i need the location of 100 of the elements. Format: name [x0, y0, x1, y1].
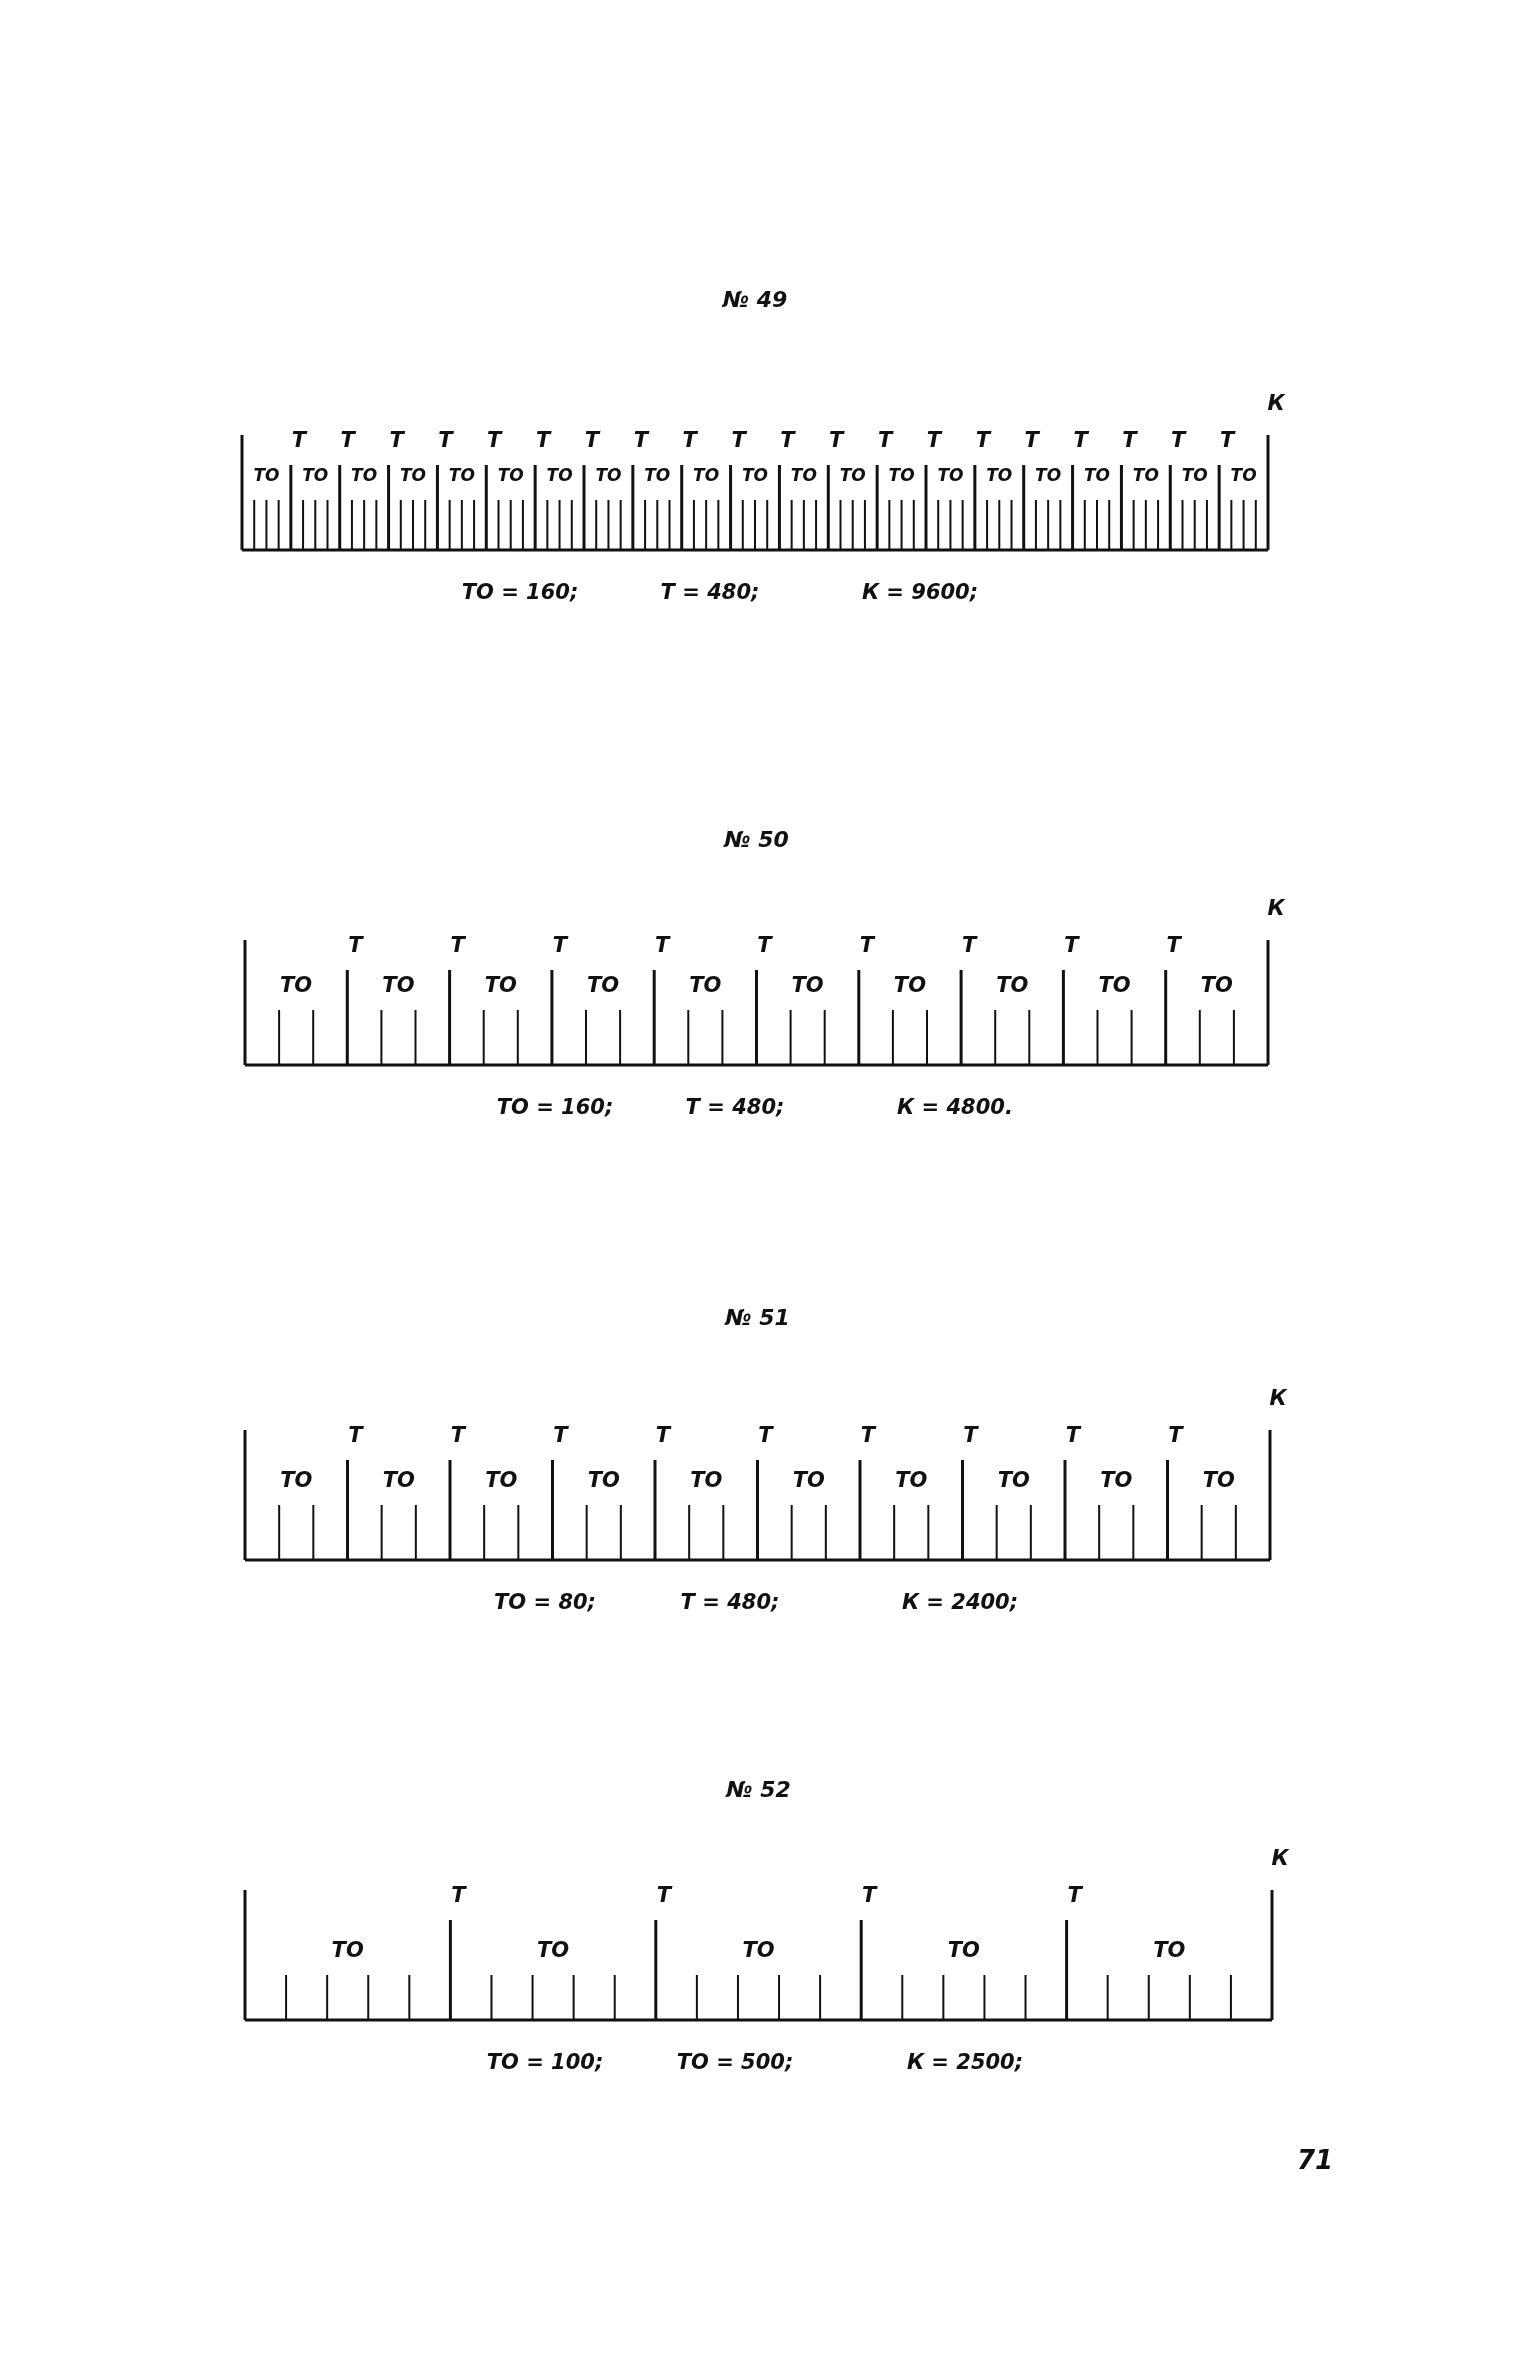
- segment-label: ТО: [302, 466, 329, 484]
- end-label: К: [1269, 1387, 1287, 1409]
- tick-label: Т: [348, 1424, 363, 1446]
- formula-text: К = 2500;: [906, 2051, 1024, 2073]
- segment-label: ТО: [587, 1469, 620, 1491]
- segment-label: ТО: [497, 466, 524, 484]
- tick-label: Т: [961, 934, 977, 956]
- tick-label: Т: [731, 429, 746, 451]
- segment-label: ТО: [1098, 974, 1131, 996]
- segment-label: ТО: [895, 1469, 928, 1491]
- segment-label: ТО: [690, 1469, 723, 1491]
- tick-label: Т: [340, 429, 355, 451]
- tick-label: Т: [1220, 429, 1235, 451]
- segment-label: ТО: [1200, 974, 1233, 996]
- end-label: К: [1271, 1847, 1289, 1869]
- tick-label: Т: [487, 429, 502, 451]
- tick-label: Т: [1067, 1884, 1082, 1906]
- tick-label: Т: [829, 429, 844, 451]
- segment-label: ТО: [792, 1469, 825, 1491]
- segment-label: ТО: [893, 974, 927, 996]
- segment-label: ТО: [537, 1939, 570, 1961]
- end-label: К: [1267, 392, 1285, 414]
- segment-label: ТО: [399, 466, 427, 484]
- tick-label: Т: [1166, 934, 1181, 956]
- segment-label: ТО: [351, 466, 378, 484]
- segment-label: ТО: [742, 1939, 775, 1961]
- segment-label: ТО: [280, 974, 313, 996]
- segment-label: ТО: [253, 466, 280, 484]
- segment-label: ТО: [996, 974, 1029, 996]
- formula-text: Т = 480;: [680, 1591, 780, 1613]
- segment-label: ТО: [986, 466, 1013, 484]
- tick-label: Т: [450, 1424, 466, 1446]
- tick-label: Т: [1064, 934, 1079, 956]
- formula-text: Т = 480;: [660, 581, 760, 603]
- tick-label: Т: [860, 1424, 876, 1446]
- segment-label: ТО: [839, 466, 866, 484]
- formula-text: К = 2400;: [901, 1591, 1019, 1613]
- formula-text: Т = 480;: [685, 1096, 785, 1118]
- formula-text: К = 4800.: [897, 1096, 1013, 1118]
- segment-label: ТО: [586, 974, 620, 996]
- tick-label: Т: [552, 934, 568, 956]
- tick-label: Т: [780, 429, 795, 451]
- scale-heading: № 49: [722, 289, 788, 311]
- scale-heading: № 51: [725, 1307, 790, 1329]
- tick-label: Т: [655, 1424, 671, 1446]
- segment-label: ТО: [331, 1939, 364, 1961]
- end-label: К: [1267, 897, 1285, 919]
- segment-label: ТО: [1083, 466, 1111, 484]
- tick-label: Т: [757, 934, 772, 956]
- tick-label: Т: [1024, 429, 1039, 451]
- formula-text: ТО = 80;: [494, 1591, 596, 1613]
- segment-label: ТО: [644, 466, 671, 484]
- tick-label: Т: [389, 429, 404, 451]
- formula-text: ТО = 500;: [676, 2051, 794, 2073]
- tick-label: Т: [859, 934, 874, 956]
- tick-label: Т: [1065, 1424, 1081, 1446]
- tick-label: Т: [682, 429, 697, 451]
- tick-label: Т: [1171, 429, 1186, 451]
- tick-label: Т: [348, 934, 363, 956]
- tick-label: Т: [862, 1884, 877, 1906]
- segment-label: ТО: [448, 466, 475, 484]
- tick-label: Т: [926, 429, 942, 451]
- tick-label: Т: [584, 429, 600, 451]
- tick-label: Т: [633, 429, 648, 451]
- tick-label: Т: [450, 934, 465, 956]
- segment-label: ТО: [790, 466, 817, 484]
- formula-text: ТО = 160;: [461, 581, 579, 603]
- tick-label: Т: [963, 1424, 978, 1446]
- formula-text: ТО = 160;: [496, 1096, 614, 1118]
- formula-text: ТО = 100;: [486, 2051, 604, 2073]
- tick-label: Т: [878, 429, 893, 451]
- segment-label: ТО: [888, 466, 915, 484]
- tick-label: Т: [975, 429, 990, 451]
- segment-label: ТО: [1181, 466, 1208, 484]
- segment-label: ТО: [1100, 1469, 1133, 1491]
- tick-label: Т: [291, 429, 306, 451]
- tick-label: Т: [1168, 1424, 1183, 1446]
- segment-label: ТО: [689, 974, 722, 996]
- page-number: 71: [1296, 2147, 1334, 2173]
- segment-label: ТО: [741, 466, 769, 484]
- tick-label: Т: [451, 1884, 466, 1906]
- scale-heading: № 50: [724, 829, 789, 851]
- segment-label: ТО: [1202, 1469, 1235, 1491]
- segment-label: ТО: [546, 466, 573, 484]
- tick-label: Т: [655, 934, 670, 956]
- segment-label: ТО: [485, 1469, 518, 1491]
- tick-label: Т: [553, 1424, 568, 1446]
- segment-label: ТО: [382, 974, 415, 996]
- tick-label: Т: [1122, 429, 1137, 451]
- segment-label: ТО: [1153, 1939, 1186, 1961]
- tick-label: Т: [758, 1424, 773, 1446]
- tick-label: Т: [536, 429, 551, 451]
- formula-text: К = 9600;: [861, 581, 979, 603]
- segment-label: ТО: [937, 466, 964, 484]
- scale-heading: № 52: [726, 1779, 791, 1801]
- segment-label: ТО: [1132, 466, 1159, 484]
- segment-label: ТО: [382, 1469, 415, 1491]
- tick-label: Т: [656, 1884, 671, 1906]
- segment-label: ТО: [693, 466, 720, 484]
- tick-label: Т: [438, 429, 453, 451]
